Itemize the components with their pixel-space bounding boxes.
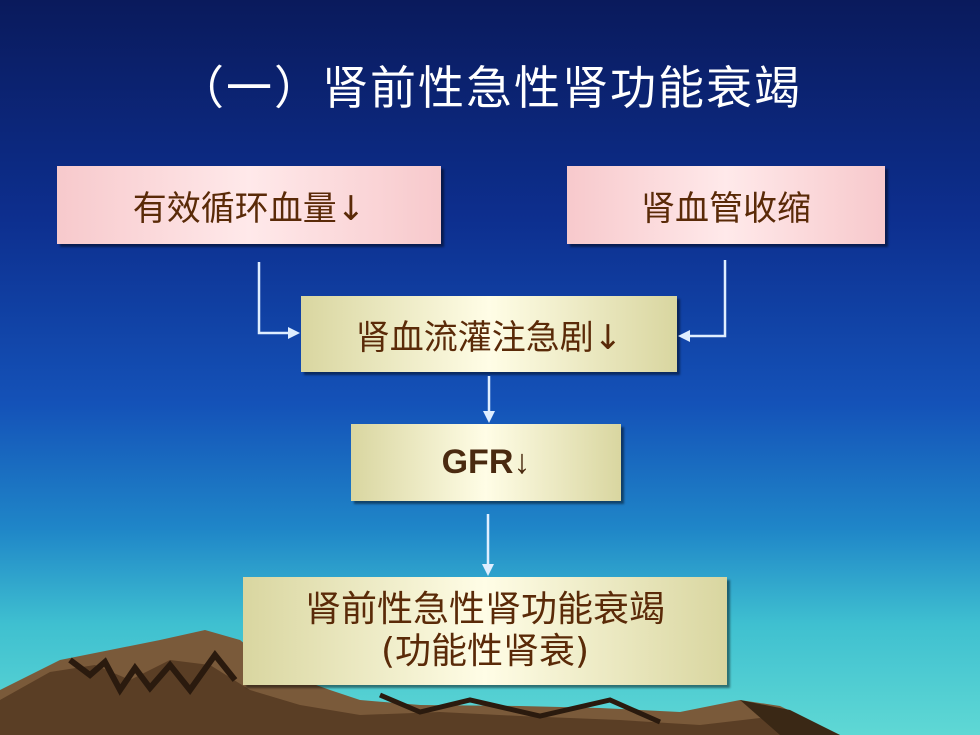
node-renal-perfusion: 肾血流灌注急剧↓	[301, 296, 677, 372]
result-line-1: 肾前性急性肾功能衰竭	[304, 589, 665, 630]
node-renal-vasoconstriction: 肾血管收缩	[567, 166, 885, 244]
node-prerenal-acute-renal-failure: 肾前性急性肾功能衰竭 (功能性肾衰)	[243, 577, 727, 685]
result-line-2: (功能性肾衰)	[380, 631, 590, 672]
node-effective-circulating-volume: 有效循环血量↓	[57, 166, 441, 244]
page-title: （一）肾前性急性肾功能衰竭	[178, 61, 802, 115]
node-gfr: GFR↓	[351, 424, 621, 501]
